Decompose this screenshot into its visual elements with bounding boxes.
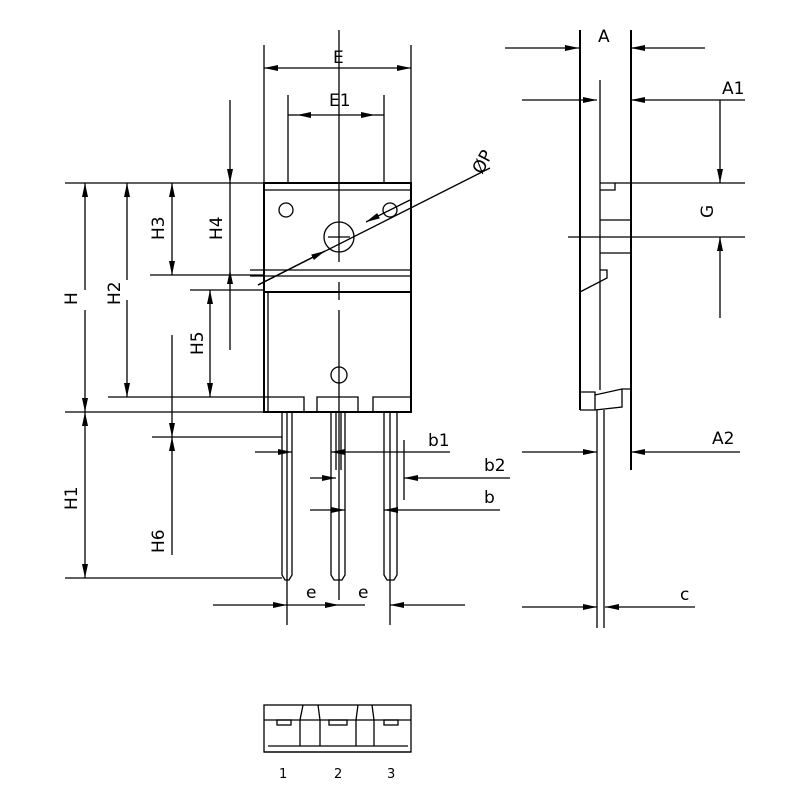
dim-label-b1: b1: [428, 431, 450, 451]
front-dimensions: [65, 45, 510, 608]
dim-label-H6: H6: [149, 529, 169, 553]
dim-label-G: G: [698, 205, 718, 218]
dim-label-A2: A2: [712, 429, 734, 449]
front-view: [250, 30, 412, 625]
side-dimensions: [505, 45, 745, 610]
dim-label-H: H: [62, 292, 82, 305]
dim-label-A1: A1: [722, 79, 744, 99]
dim-label-c: c: [680, 585, 689, 605]
dim-label-e-left: e: [306, 583, 316, 603]
dim-label-e-right: e: [358, 583, 368, 603]
side-view: [579, 30, 632, 628]
dim-label-E: E: [333, 48, 344, 68]
dim-label-H2: H2: [105, 281, 125, 305]
dim-label-H5: H5: [188, 331, 208, 355]
dim-label-P: ØP: [469, 147, 498, 177]
dim-label-H3: H3: [149, 216, 169, 240]
dim-label-b2: b2: [484, 456, 506, 476]
dim-label-A: A: [598, 27, 610, 47]
pin-label-2: 2: [334, 767, 342, 782]
dim-label-H1: H1: [62, 486, 82, 510]
pin-label-3: 3: [387, 767, 395, 782]
dim-label-E1: E1: [329, 91, 351, 111]
dim-label-b: b: [484, 488, 495, 508]
dim-label-H4: H4: [207, 216, 227, 240]
pin-end-view: [263, 704, 412, 753]
pin-label-1: 1: [279, 767, 287, 782]
